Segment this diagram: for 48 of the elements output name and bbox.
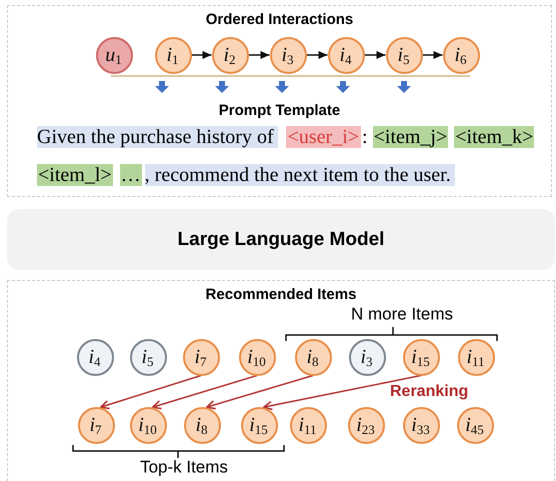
circle-label: i$_{10}$ [138, 415, 158, 435]
model-label: Large Language Model [178, 230, 384, 249]
circle-label: u$_{1}$ [105, 45, 123, 65]
circle-label: i$_{8}$ [195, 415, 209, 435]
section-heading: Prompt Template [218, 102, 340, 120]
punctuation-text: : [362, 126, 368, 148]
arrow [248, 51, 270, 59]
highlighted-text: … [120, 164, 142, 186]
highlighted-text: <item_k> [454, 126, 534, 148]
circle-label: i$_{15}$ [411, 347, 431, 367]
circle-label: i$_{4}$ [88, 347, 102, 367]
circle-label: i$_{4}$ [339, 45, 353, 65]
highlighted-text: <user_i> [286, 126, 362, 148]
highlighted-text: Given the purchase history of [37, 126, 278, 148]
highlighted-text: <item_j> [372, 126, 448, 148]
section-heading: Recommended Items [206, 286, 356, 304]
circle-label: i$_{2}$ [223, 45, 237, 65]
circle-label: i$_{11}$ [298, 415, 318, 435]
highlighted-text: , recommend the next item to the user. [144, 164, 455, 186]
arrow [263, 374, 422, 410]
circle-label: i$_{8}$ [306, 347, 320, 367]
section-heading: Ordered Interactions [206, 11, 354, 29]
arrow [422, 51, 442, 59]
highlighted-text: <item_l> [37, 164, 113, 186]
circle-label: i$_{45}$ [465, 415, 485, 435]
circle-label: i$_{1}$ [166, 45, 180, 65]
circle-label: i$_{6}$ [454, 45, 468, 65]
reranking-label: Reranking [390, 384, 468, 400]
circle-label: i$_{5}$ [397, 45, 411, 65]
circle-label: i$_{7}$ [89, 415, 103, 435]
circle-label: i$_{23}$ [356, 415, 376, 435]
circle-label: i$_{15}$ [249, 415, 269, 435]
arrow [152, 374, 258, 410]
arrow [306, 51, 328, 59]
circle-label: i$_{11}$ [466, 347, 486, 367]
circle-label: i$_{3}$ [281, 45, 295, 65]
circle-label: i$_{33}$ [411, 415, 431, 435]
bracket-label: Top-k Items [140, 458, 228, 476]
arrow [192, 51, 212, 59]
circle-label: i$_{7}$ [194, 347, 208, 367]
circle-label: i$_{3}$ [360, 347, 374, 367]
arrow [364, 51, 386, 59]
dashed-panel [7, 280, 555, 481]
arrow [100, 374, 202, 410]
arrow [206, 374, 314, 410]
circle-label: i$_{5}$ [141, 347, 155, 367]
bracket-label: N more Items [350, 306, 454, 322]
circle-label: i$_{10}$ [247, 347, 267, 367]
